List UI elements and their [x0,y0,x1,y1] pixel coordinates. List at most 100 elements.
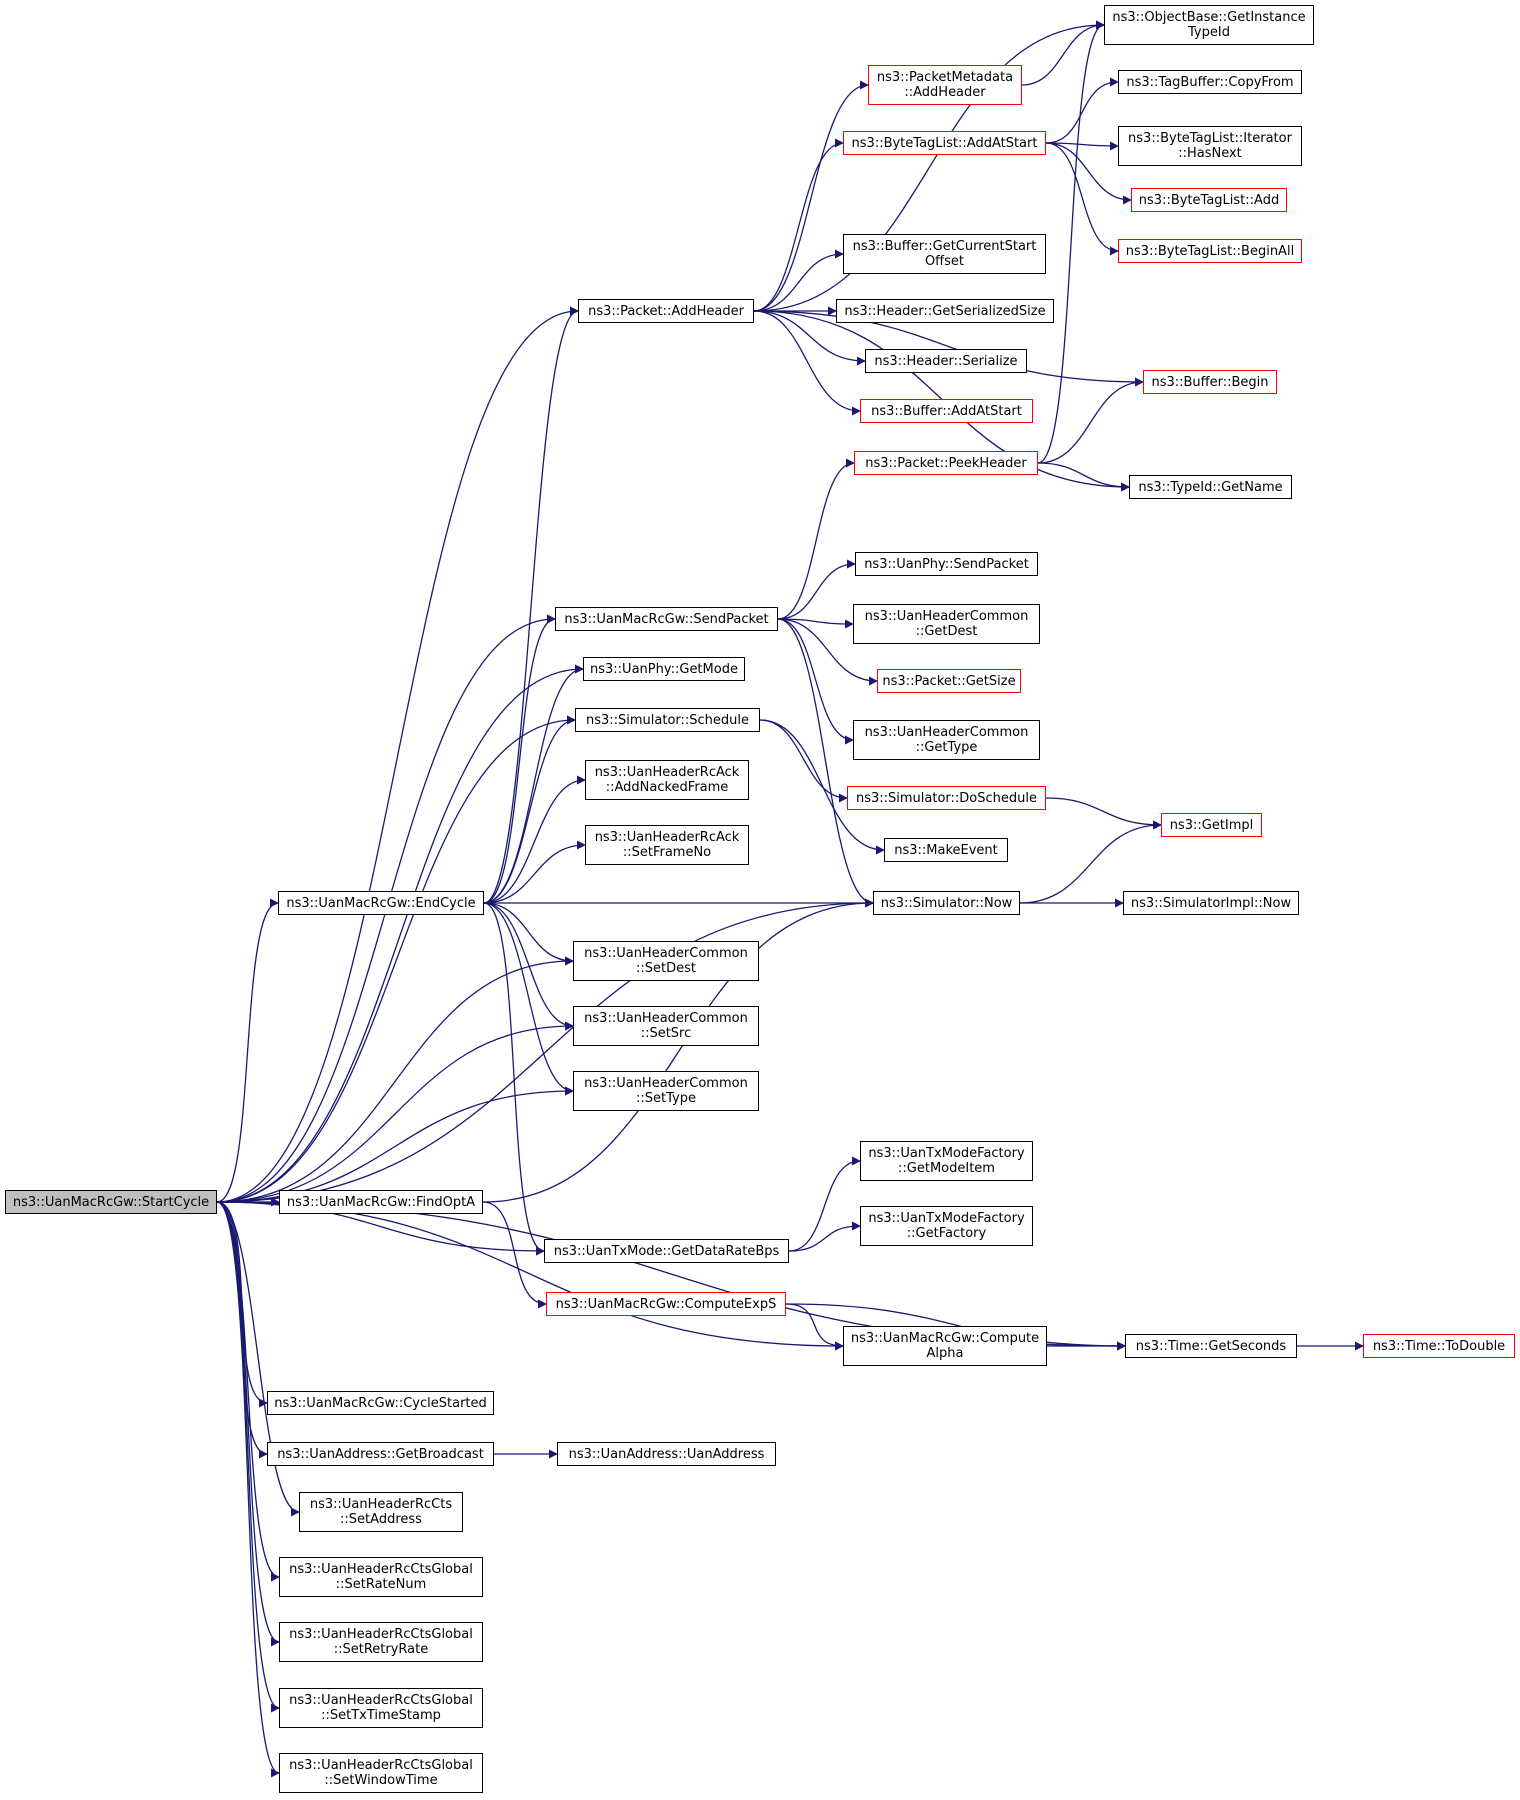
function-node-packet-getsize[interactable]: ns3::Packet::GetSize [877,669,1021,693]
call-edge-start-to-phy_getmode [216,664,584,1203]
function-node-typeid-getname[interactable]: ns3::TypeId::GetName [1129,475,1292,499]
function-node-bytetaglist-addatstart[interactable]: ns3::ByteTagList::AddAtStart [843,131,1046,155]
function-node-getimpl[interactable]: ns3::GetImpl [1161,813,1262,837]
call-edge-peekheader-to-buf_begin [1037,377,1144,464]
function-node-packet-peekheader[interactable]: ns3::Packet::PeekHeader [854,451,1038,475]
call-edge-start-to-hc_setsrc [216,1021,574,1203]
call-edge-start-to-ctsg_settxts [216,1201,280,1713]
call-edge-btl_addatstart-to-btl_iter [1045,141,1119,151]
function-node-uantxmode-getdataratebps[interactable]: ns3::UanTxMode::GetDataRateBps [544,1239,789,1263]
call-edge-btl_addatstart-to-tagbuf [1045,77,1119,144]
function-node-uanheaderrcctsglobal-setratenum[interactable]: ns3::UanHeaderRcCtsGlobal ::SetRateNum [279,1557,483,1597]
call-edge-sendpacket-to-hc_getdest [777,618,854,629]
call-edge-endcycle-to-hc_settype [483,902,574,1096]
function-node-uanphy-sendpacket[interactable]: ns3::UanPhy::SendPacket [855,552,1038,576]
function-node-uanmacrcgw-computeexps[interactable]: ns3::UanMacRcGw::ComputeExpS [546,1292,786,1316]
function-node-header-serialize[interactable]: ns3::Header::Serialize [865,349,1027,373]
call-edge-sim_now-to-getimpl [1019,820,1162,904]
call-edge-sendpacket-to-sim_now [777,618,874,908]
function-node-tagbuffer-copyfrom[interactable]: ns3::TagBuffer::CopyFrom [1118,70,1302,94]
call-edge-sendpacket-to-hc_gettype [777,618,854,745]
call-edge-endcycle-to-sim_schedule [483,715,576,904]
call-edge-endcycle-to-sendpacket [483,614,556,904]
function-node-uanheaderrcack-addnackedframe[interactable]: ns3::UanHeaderRcAck ::AddNackedFrame [585,760,749,800]
function-node-simulator-now[interactable]: ns3::Simulator::Now [873,891,1020,915]
call-edge-sim_doschedule-to-getimpl [1045,797,1162,830]
function-node-time-getseconds[interactable]: ns3::Time::GetSeconds [1125,1334,1297,1358]
function-node-uanmacrcgw-sendpacket[interactable]: ns3::UanMacRcGw::SendPacket [555,607,778,631]
function-node-time-todouble[interactable]: ns3::Time::ToDouble [1363,1334,1515,1358]
function-node-uanmacrcgw-compute-alpha[interactable]: ns3::UanMacRcGw::Compute Alpha [843,1326,1047,1366]
call-edge-peekheader-to-typeid_getname [1037,462,1130,492]
function-node-simulatorimpl-now[interactable]: ns3::SimulatorImpl::Now [1123,891,1299,915]
call-edge-sim_schedule-to-sim_doschedule [759,719,848,803]
call-edge-endcycle-to-rcack_setframeno [483,840,586,904]
call-edge-endcycle-to-hc_setdest [483,902,574,966]
function-node-uanheaderrcctsglobal-setwindowtime[interactable]: ns3::UanHeaderRcCtsGlobal ::SetWindowTim… [279,1753,483,1793]
function-node-makeevent[interactable]: ns3::MakeEvent [884,838,1008,862]
call-edge-findopta-to-computeexps [482,1201,547,1309]
function-node-simulator-doschedule[interactable]: ns3::Simulator::DoSchedule [847,786,1046,810]
function-node-uanaddress-uanaddress[interactable]: ns3::UanAddress::UanAddress [557,1442,776,1466]
call-edge-start-to-sim_now [216,898,874,1203]
function-node-buffer-addatstart[interactable]: ns3::Buffer::AddAtStart [860,399,1033,423]
function-node-uanheaderrcctsglobal-settxtimestamp[interactable]: ns3::UanHeaderRcCtsGlobal ::SetTxTimeSta… [279,1688,483,1728]
function-node-simulator-schedule[interactable]: ns3::Simulator::Schedule [575,708,760,732]
function-node-bytetaglist-beginall[interactable]: ns3::ByteTagList::BeginAll [1118,239,1302,263]
call-edge-endcycle-to-addheader [483,306,579,904]
function-node-buffer-getcurrentstart-offset[interactable]: ns3::Buffer::GetCurrentStart Offset [843,234,1046,274]
function-node-uanmacrcgw-endcycle[interactable]: ns3::UanMacRcGw::EndCycle [278,891,484,915]
call-edge-start-to-computealpha [216,1201,844,1351]
function-node-packet-addheader[interactable]: ns3::Packet::AddHeader [578,299,754,323]
call-edge-endcycle-to-rcack_addnacked [483,775,586,904]
call-edge-start-to-endcycle [216,898,279,1203]
function-node-uanaddress-getbroadcast[interactable]: ns3::UanAddress::GetBroadcast [267,1442,494,1466]
call-edge-addheader-to-buf_addatstart [753,310,861,416]
function-node-uanheaderrcack-setframeno[interactable]: ns3::UanHeaderRcAck ::SetFrameNo [585,825,749,865]
call-edge-btl_addatstart-to-btl_add [1045,142,1132,205]
function-node-objectbase-getinstance-typeid[interactable]: ns3::ObjectBase::GetInstance TypeId [1104,5,1314,45]
function-node-bytetaglist-add[interactable]: ns3::ByteTagList::Add [1131,188,1287,212]
call-edge-start-to-hc_setdest [216,956,574,1203]
call-edge-addheader-to-btl_addatstart [753,138,844,312]
call-edge-addheader-to-buf_getcur [753,249,844,312]
call-edge-start-to-ctsg_setwindow [216,1201,280,1778]
call-edge-start-to-addheader [216,306,579,1203]
function-node-uanmacrcgw-findopta[interactable]: ns3::UanMacRcGw::FindOptA [279,1190,483,1214]
call-edge-findopta-to-sim_now [482,898,874,1203]
function-node-header-getserializedsize[interactable]: ns3::Header::GetSerializedSize [836,299,1054,323]
call-edge-computeexps-to-computealpha [785,1303,844,1351]
function-node-uanheaderrcctsglobal-setretryrate[interactable]: ns3::UanHeaderRcCtsGlobal ::SetRetryRate [279,1622,483,1662]
function-node-packetmetadata-addheader[interactable]: ns3::PacketMetadata ::AddHeader [868,65,1022,105]
function-node-uanheaderrccts-setaddress[interactable]: ns3::UanHeaderRcCts ::SetAddress [299,1492,463,1532]
call-edge-start-to-sim_schedule [216,715,576,1203]
function-node-uanphy-getmode[interactable]: ns3::UanPhy::GetMode [583,657,745,681]
function-node-buffer-begin[interactable]: ns3::Buffer::Begin [1143,370,1277,394]
call-edge-sendpacket-to-pkt_getsize [777,618,878,686]
function-node-uantxmodefactory-getfactory[interactable]: ns3::UanTxModeFactory ::GetFactory [860,1206,1033,1246]
call-edge-getdatarate-to-txf_getmodeitem [788,1156,861,1252]
function-node-uantxmodefactory-getmodeitem[interactable]: ns3::UanTxModeFactory ::GetModeItem [860,1141,1033,1181]
call-edge-computeexps-to-time_getseconds [785,1303,1126,1351]
call-edge-endcycle-to-getdatarate [483,902,545,1256]
function-node-uanheadercommon-gettype[interactable]: ns3::UanHeaderCommon ::GetType [853,720,1040,760]
function-node-uanheadercommon-setsrc[interactable]: ns3::UanHeaderCommon ::SetSrc [573,1006,759,1046]
call-edge-addheader-to-buf_begin [753,310,1144,387]
function-node-uanheadercommon-setdest[interactable]: ns3::UanHeaderCommon ::SetDest [573,941,759,981]
function-node-uanmacrcgw-cyclestarted[interactable]: ns3::UanMacRcGw::CycleStarted [267,1391,494,1415]
call-edge-peekheader-to-objbase [1037,20,1105,464]
call-edge-start-to-rccts_setaddr [216,1201,300,1517]
call-edge-addheader-to-hdr_serialize [753,310,866,366]
function-node-uanheadercommon-getdest[interactable]: ns3::UanHeaderCommon ::GetDest [853,604,1040,644]
call-edge-addheader-to-pktmeta [753,80,869,312]
call-edge-sim_schedule-to-makeevent [759,719,885,855]
call-edge-getdatarate-to-txf_getfactory [788,1221,861,1252]
function-node-uanheadercommon-settype[interactable]: ns3::UanHeaderCommon ::SetType [573,1071,759,1111]
call-edge-start-to-ctsg_setretry [216,1201,280,1647]
call-edge-sendpacket-to-phy_sendpacket [777,559,856,620]
function-node-bytetaglist-iterator-hasnext[interactable]: ns3::ByteTagList::Iterator ::HasNext [1118,126,1302,166]
call-edge-endcycle-to-hc_setsrc [483,902,574,1031]
call-edge-sendpacket-to-peekheader [777,458,855,620]
call-edge-addheader-to-objbase [753,20,1105,312]
